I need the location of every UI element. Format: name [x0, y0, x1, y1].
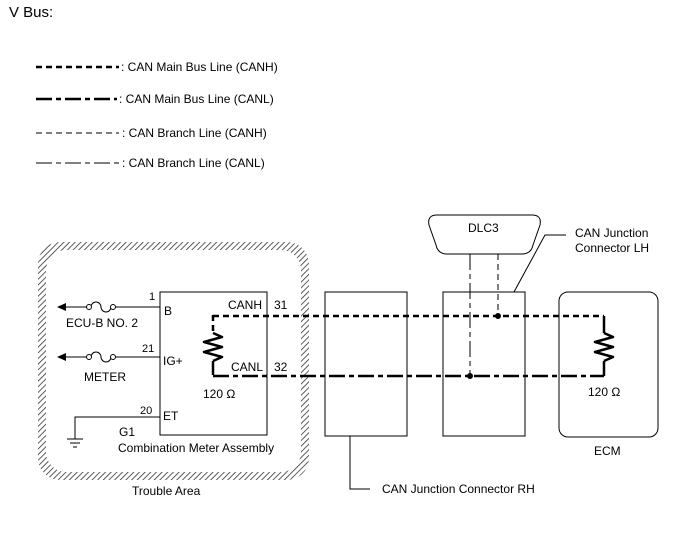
dlc3: DLC3: [428, 214, 541, 379]
fuse-ig-icon: [90, 351, 112, 363]
ground-icon: [67, 438, 83, 448]
resistor-icon: [593, 331, 615, 363]
junction-lh-leader: [513, 234, 566, 293]
junction-lh-label-line2: Connector LH: [575, 241, 649, 255]
trouble-area-label: Trouble Area: [132, 484, 201, 498]
meter-name: Combination Meter Assembly: [118, 441, 274, 455]
junction-rh-leader: [349, 436, 370, 490]
pin-canl-name: CANL: [231, 360, 263, 374]
fuse-ig-terminal-right: [110, 354, 116, 360]
fuse-b-terminal-left: [86, 304, 92, 310]
arrow-left-icon: [57, 353, 66, 361]
ecm: ECM 120 Ω: [558, 291, 659, 458]
pin-b-name: B: [164, 304, 172, 318]
ecm-box: [558, 291, 659, 438]
legend-label-main-canh: : CAN Main Bus Line (CANH): [121, 60, 278, 74]
fuse-b-icon: [90, 301, 112, 313]
junction-connector-rh: CAN Junction Connector RH: [324, 291, 535, 496]
arrow-left-icon: [57, 303, 66, 311]
combination-meter: Combination Meter Assembly 1 B ECU-B NO.…: [57, 291, 288, 455]
legend: : CAN Main Bus Line (CANH) : CAN Main Bu…: [36, 60, 278, 170]
dlc3-connector-icon: [428, 214, 541, 255]
pin-et-number: 20: [140, 405, 152, 417]
pin-ig-name: IG+: [163, 354, 183, 368]
legend-label-branch-canl: : CAN Branch Line (CANL): [122, 156, 265, 170]
fuse-b-terminal-right: [110, 304, 116, 310]
pin-et-name: ET: [163, 409, 179, 423]
wire-meter-label: METER: [84, 370, 126, 384]
meter-box: [159, 291, 268, 436]
pin-b-number: 1: [149, 291, 155, 303]
meter-resistor-label: 120 Ω: [203, 387, 235, 401]
ecm-resistor-label: 120 Ω: [588, 385, 620, 399]
page-title: V Bus:: [9, 4, 53, 21]
wire-ecu-b-label: ECU-B NO. 2: [66, 316, 138, 330]
pin-canh-number: 31: [274, 298, 288, 312]
pin-ig-number: 21: [142, 343, 154, 355]
junction-rh-label: CAN Junction Connector RH: [382, 482, 535, 496]
pin-et-wire: [74, 416, 160, 439]
pin-canl-number: 32: [274, 360, 288, 374]
fuse-ig-terminal-left: [86, 354, 92, 360]
resistor-icon: [202, 331, 224, 363]
ground-label: G1: [119, 425, 135, 439]
junction-lh-box: [442, 291, 526, 437]
ecm-label: ECM: [594, 444, 621, 458]
pin-canh-name: CANH: [228, 298, 262, 312]
legend-label-branch-canh: : CAN Branch Line (CANH): [122, 126, 267, 140]
junction-rh-box: [324, 291, 408, 437]
dlc3-label: DLC3: [468, 221, 499, 235]
trouble-area: Trouble Area: [38, 242, 309, 498]
legend-label-main-canl: : CAN Main Bus Line (CANL): [119, 92, 274, 106]
junction-connector-lh: CAN Junction Connector LH: [442, 226, 649, 437]
junction-lh-label-line1: CAN Junction: [575, 226, 648, 240]
